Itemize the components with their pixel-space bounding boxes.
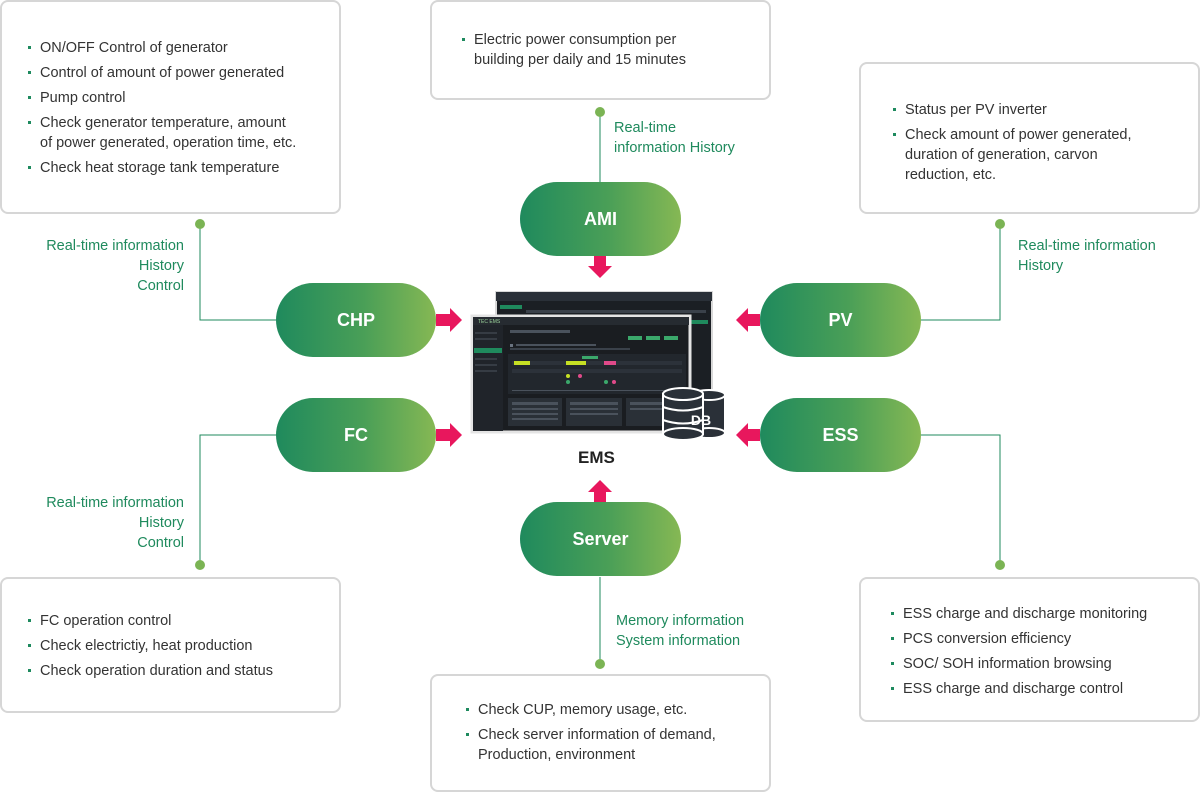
chp-info-item: Pump control (28, 88, 339, 108)
chp-label: Real-time information History Control (46, 236, 184, 296)
chp-info-item: ON/OFF Control of generator (28, 38, 339, 58)
chp-arrow (436, 308, 462, 332)
chp-label-line: Control (137, 278, 184, 294)
server-label-line: Memory information (616, 613, 745, 629)
server-arrow (588, 480, 612, 502)
pv-node: PV (760, 283, 921, 357)
chp-info-item: Check heat storage tank temperature (28, 158, 339, 178)
fc-label: Real-time information History Control (46, 493, 184, 553)
pv-info-item: Check amount of power generated, duratio… (893, 125, 1198, 185)
ess-info-item: ESS charge and discharge control (891, 679, 1198, 699)
ami-label-line: Real-time (614, 120, 677, 136)
fc-arrow (436, 423, 462, 447)
chp-dot (195, 219, 205, 229)
pv-label-line: History (1018, 258, 1064, 274)
ems-screen-illustration: TEC EMS DB (470, 291, 726, 440)
ess-node: ESS (760, 398, 921, 472)
db-label: DB (691, 412, 711, 428)
fc-label-line: Control (137, 535, 184, 551)
ami-dot (595, 107, 605, 117)
fc-info-item: FC operation control (28, 611, 339, 631)
chp-node: CHP (276, 283, 436, 357)
chp-info-item: Check generator temperature, amount of p… (28, 113, 339, 153)
ems-title: EMS (578, 448, 615, 467)
fc-label-line: History (138, 515, 184, 531)
server-dot (595, 659, 605, 669)
server-node: Server (520, 502, 681, 576)
ess-dot (995, 560, 1005, 570)
pv-info-item: Status per PV inverter (893, 100, 1198, 120)
fc-node: FC (276, 398, 436, 472)
server-info-box: Check CUP, memory usage, etc. Check serve… (430, 674, 771, 792)
ami-label: Real-time information History (614, 118, 735, 158)
server-info-item: Check CUP, memory usage, etc. (466, 700, 769, 720)
server-label: Memory information System information (616, 611, 744, 651)
ami-label-line: information History (614, 140, 735, 156)
chp-connector (199, 224, 276, 321)
pv-dot (995, 219, 1005, 229)
chp-label-line: Real-time information (46, 238, 184, 254)
pv-label-line: Real-time information (1018, 238, 1156, 254)
server-info-list: Check CUP, memory usage, etc. Check serve… (466, 700, 769, 765)
ess-info-item: PCS conversion efficiency (891, 629, 1198, 649)
pv-arrow (736, 308, 760, 332)
chp-info-item: Control of amount of power generated (28, 63, 339, 83)
fc-info-item: Check electrictiy, heat production (28, 636, 339, 656)
fc-label-line: Real-time information (46, 495, 184, 511)
server-label-line: System information (616, 633, 741, 649)
ami-arrow (588, 256, 612, 278)
ess-info-item: SOC/ SOH information browsing (891, 654, 1198, 674)
ess-info-item: ESS charge and discharge monitoring (891, 604, 1198, 624)
fc-connector (199, 434, 276, 565)
ami-node: AMI (520, 182, 681, 256)
pv-label: Real-time information History (1018, 236, 1156, 276)
ami-info-item: Electric power consumption per building … (462, 30, 769, 70)
ess-arrow (736, 423, 760, 447)
ami-info-list: Electric power consumption per building … (462, 30, 769, 70)
fc-dot (195, 560, 205, 570)
server-info-item: Check server information of demand, Prod… (466, 725, 769, 765)
chp-label-line: History (138, 258, 184, 274)
ami-info-box: Electric power consumption per building … (430, 0, 771, 100)
fc-info-item: Check operation duration and status (28, 661, 339, 681)
ess-connector (920, 434, 1001, 565)
pv-connector (920, 224, 1001, 321)
screen-brand: TEC EMS (478, 319, 501, 325)
